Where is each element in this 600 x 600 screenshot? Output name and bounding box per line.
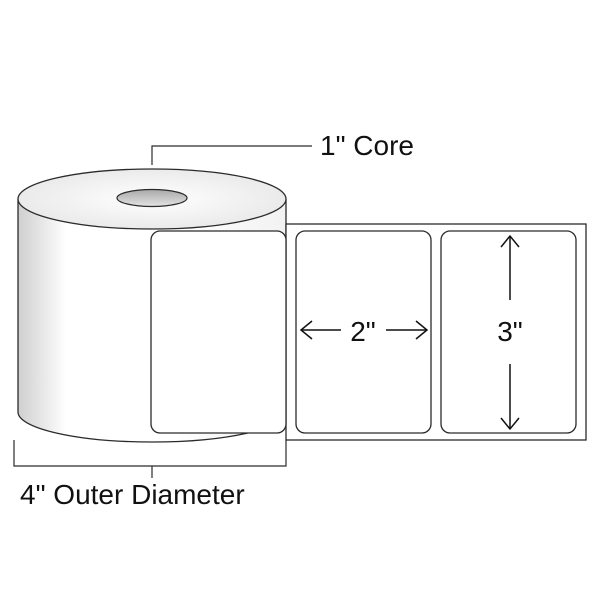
width-arrow-right-head <box>415 320 429 340</box>
height-arrow-down-head <box>500 417 520 431</box>
height-dimension-label: 3" <box>497 316 523 347</box>
outer-diameter-label: 4" Outer Diameter <box>20 479 245 510</box>
core-hole <box>116 188 188 208</box>
width-dimension: 2" <box>299 316 429 347</box>
core-callout-label: 1" Core <box>320 130 414 161</box>
outer-diameter-bracket <box>13 440 287 478</box>
label-2 <box>295 230 432 434</box>
height-dimension: 3" <box>497 234 523 431</box>
width-dimension-label: 2" <box>350 316 376 347</box>
height-arrow-up-head <box>500 234 520 248</box>
label-on-roll <box>150 230 287 434</box>
width-arrow-left-head <box>299 320 313 340</box>
label-3 <box>440 230 577 434</box>
core-callout-line <box>151 145 312 165</box>
